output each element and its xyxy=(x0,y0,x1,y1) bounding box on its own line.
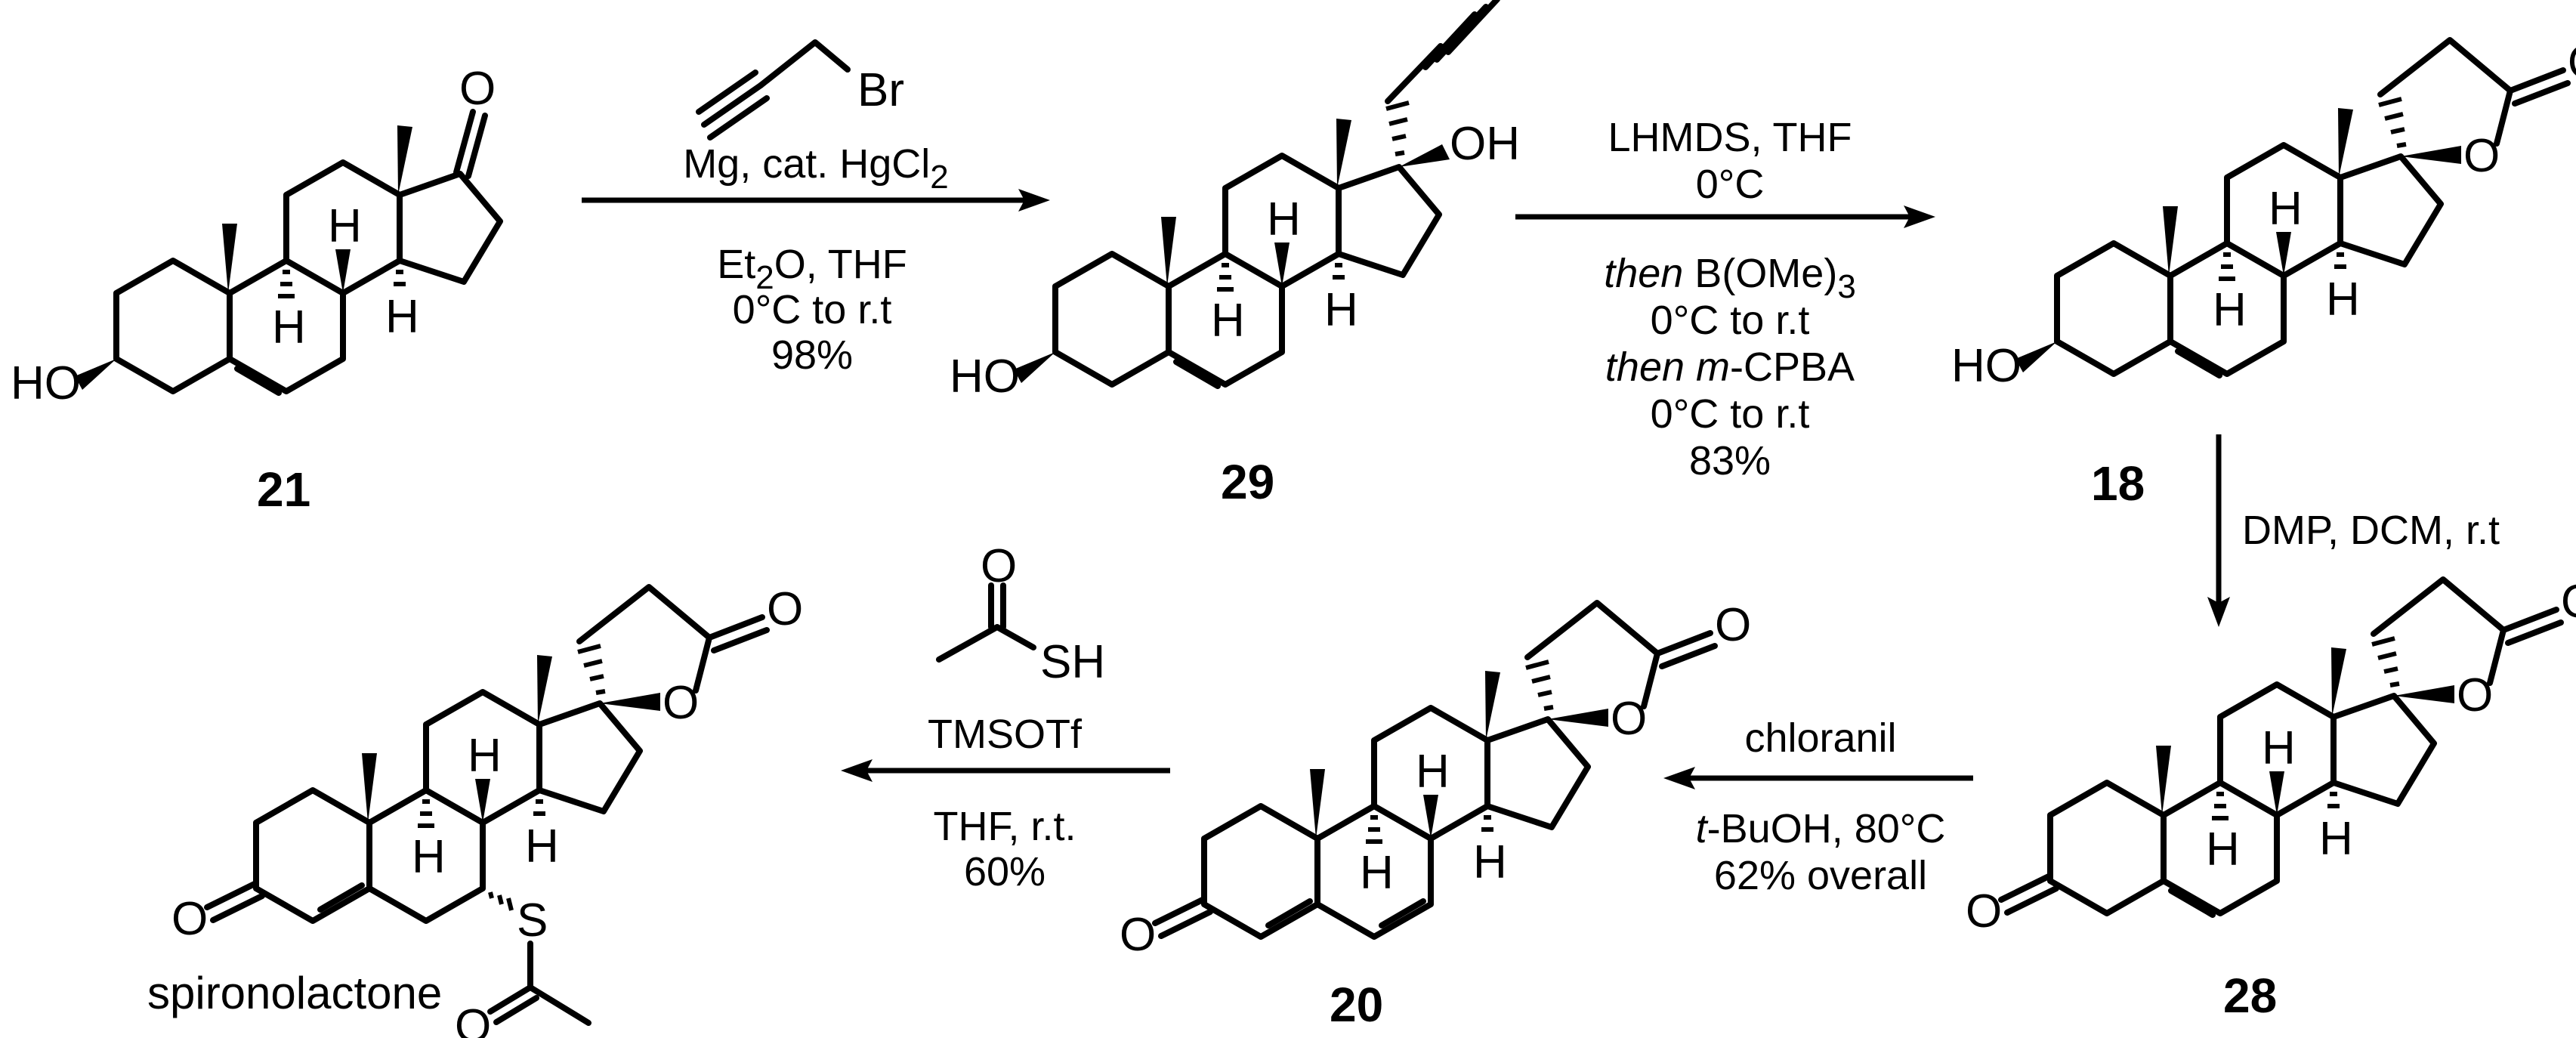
compound-label-20: 20 xyxy=(1330,978,1383,1032)
step-1-above: Mg, cat. HgCl2 xyxy=(683,141,949,196)
sulfur-atom: S xyxy=(517,894,548,947)
step-3-reagents: DMP, DCM, r.t xyxy=(2242,508,2500,553)
thiol-group: SH xyxy=(1040,636,1105,688)
h8-label: H xyxy=(2262,722,2296,774)
compound-28: O O O H H H xyxy=(1966,576,2576,938)
step-2-above-1: LHMDS, THF xyxy=(1608,115,1852,160)
h9-label: H xyxy=(2206,823,2240,876)
lactone-ring-oxygen: O xyxy=(2463,130,2500,182)
h14-label: H xyxy=(2326,273,2360,326)
step-1-yield: 98% xyxy=(771,332,853,378)
h9-label: H xyxy=(1360,847,1394,899)
propargyl-bromide-structure: Br xyxy=(696,39,904,141)
step-1-temperature: 0°C to r.t xyxy=(733,287,892,332)
step-2-boron: then B(OMe)3 xyxy=(1604,251,1856,305)
arrow-step-1 xyxy=(582,189,1050,212)
c3-ketone-oxygen: O xyxy=(1966,885,2002,938)
step-4-yield: 62% overall xyxy=(1714,853,1927,898)
compound-label-28: 28 xyxy=(2223,968,2277,1023)
c3-ketone-oxygen: O xyxy=(171,893,208,945)
hydroxyl-label: HO xyxy=(950,351,1020,403)
arrow-step-4 xyxy=(1663,767,1973,789)
step-2-temp-1: 0°C to r.t xyxy=(1651,298,1810,343)
step-2-temp-2: 0°C to r.t xyxy=(1651,391,1810,437)
arrow-step-2 xyxy=(1515,205,1935,228)
h14-label: H xyxy=(1324,284,1358,336)
thioacid-oxygen: O xyxy=(981,540,1017,592)
arrow-step-3 xyxy=(2207,434,2230,627)
step-5-above: TMSOTf xyxy=(928,712,1083,757)
thioacetic-acid-structure: O SH xyxy=(936,540,1105,688)
bromine-atom: Br xyxy=(857,64,904,116)
h8-label: H xyxy=(1267,193,1301,246)
h8-label: H xyxy=(468,730,502,782)
step-2-mcpba: then m-CPBA xyxy=(1605,344,1855,390)
step-2-yield: 83% xyxy=(1689,438,1771,483)
lactone-carbonyl-oxygen: O xyxy=(2568,36,2576,88)
lactone-carbonyl-oxygen: O xyxy=(2561,576,2576,628)
step-4-above: chloranil xyxy=(1744,715,1896,761)
h14-label: H xyxy=(385,291,419,343)
lactone-ring-oxygen: O xyxy=(2457,669,2493,721)
h8-label: H xyxy=(1416,746,1450,798)
c3-ketone-oxygen: O xyxy=(1120,909,1156,961)
compound-label-spironolactone: spironolactone xyxy=(147,968,442,1018)
lactone-ring-oxygen: O xyxy=(1611,693,1647,745)
thioester-oxygen: O xyxy=(455,1000,491,1038)
step-4-solvent: t-BuOH, 80°C xyxy=(1696,806,1946,851)
compound-label-18: 18 xyxy=(2091,456,2145,511)
c17-hydroxyl-label: OH xyxy=(1450,118,1520,170)
compound-18: HO O O H H H xyxy=(1951,36,2576,392)
h14-label: H xyxy=(525,820,559,873)
step-5-solvent: THF, r.t. xyxy=(934,804,1076,849)
hydroxyl-label: HO xyxy=(1951,340,2022,392)
lactone-ring-oxygen: O xyxy=(663,677,699,729)
compound-spironolactone: O S O O O H H H xyxy=(171,583,803,1038)
compound-label-21: 21 xyxy=(257,462,310,517)
h8-label: H xyxy=(2269,183,2303,235)
compound-label-29: 29 xyxy=(1221,455,1274,509)
compound-20: O O O H H H xyxy=(1120,599,1751,961)
h14-label: H xyxy=(1473,836,1507,888)
lactone-carbonyl-oxygen: O xyxy=(1715,599,1751,651)
h9-label: H xyxy=(2213,284,2247,336)
hydroxyl-label: HO xyxy=(11,357,81,409)
lactone-carbonyl-oxygen: O xyxy=(767,583,803,635)
compound-21: O HO H H H xyxy=(11,63,500,409)
h8-label: H xyxy=(328,200,362,252)
arrow-step-5 xyxy=(841,759,1170,782)
compound-29: HO OH H H H xyxy=(950,0,1520,403)
h9-label: H xyxy=(412,831,446,883)
h9-label: H xyxy=(272,301,306,354)
step-1-solvent: Et2O, THF xyxy=(717,242,907,296)
step-5-yield: 60% xyxy=(964,849,1046,894)
h9-label: H xyxy=(1211,295,1245,347)
h14-label: H xyxy=(2319,813,2353,865)
ketone-oxygen: O xyxy=(459,63,496,115)
step-1-reagents: Br Mg, cat. HgCl2 xyxy=(683,39,949,196)
step-2-above-2: 0°C xyxy=(1696,162,1765,207)
